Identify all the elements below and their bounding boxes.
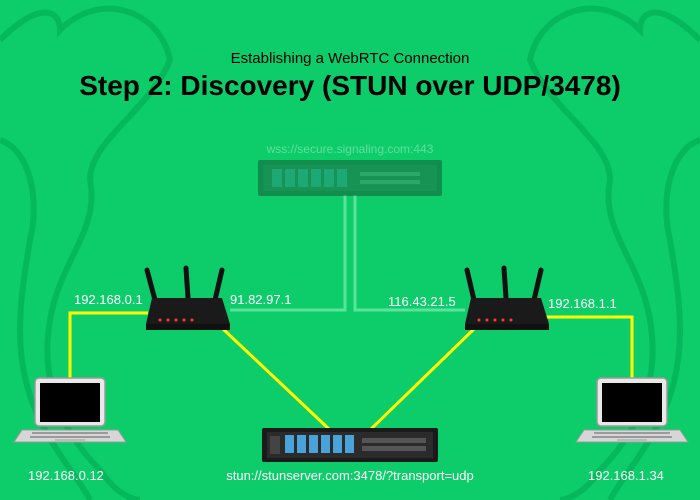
right-laptop-ip: 192.168.1.34 — [588, 468, 664, 483]
stun-server-url: stun://stunserver.com:3478/?transport=ud… — [226, 468, 474, 483]
stun-links — [68, 311, 634, 432]
right-router — [464, 265, 549, 330]
right-laptop — [575, 377, 689, 443]
left-laptop-link — [68, 311, 148, 380]
left-cloud-outline — [0, 5, 174, 500]
signaling-links — [230, 195, 465, 312]
signaling-server — [258, 160, 442, 196]
right-cloud-outline — [526, 5, 700, 500]
signaling-url-label: wss://secure.signaling.com:443 — [266, 142, 434, 156]
left-router-lan-ip: 192.168.0.1 — [74, 292, 143, 307]
diagram-subtitle: Establishing a WebRTC Connection — [230, 50, 470, 67]
right-router-wan-ip: 116.43.21.5 — [388, 294, 456, 309]
left-laptop — [13, 377, 127, 443]
left-router — [144, 265, 230, 330]
left-cloud-inner — [0, 137, 93, 500]
left-router-wan-ip: 91.82.97.1 — [230, 292, 292, 307]
signaling-link-right — [353, 195, 465, 312]
right-cloud-inner — [607, 137, 700, 500]
right-router-stun-link — [368, 326, 477, 432]
left-laptop-ip: 192.168.0.12 — [28, 468, 104, 483]
cloud-outlines — [0, 5, 700, 500]
diagram-title: Step 2: Discovery (STUN over UDP/3478) — [79, 70, 621, 101]
right-laptop-link — [545, 315, 634, 380]
right-router-lan-ip: 192.168.1.1 — [548, 296, 617, 311]
left-router-stun-link — [220, 326, 332, 432]
signaling-link-left — [230, 195, 347, 312]
stun-server — [262, 428, 438, 462]
